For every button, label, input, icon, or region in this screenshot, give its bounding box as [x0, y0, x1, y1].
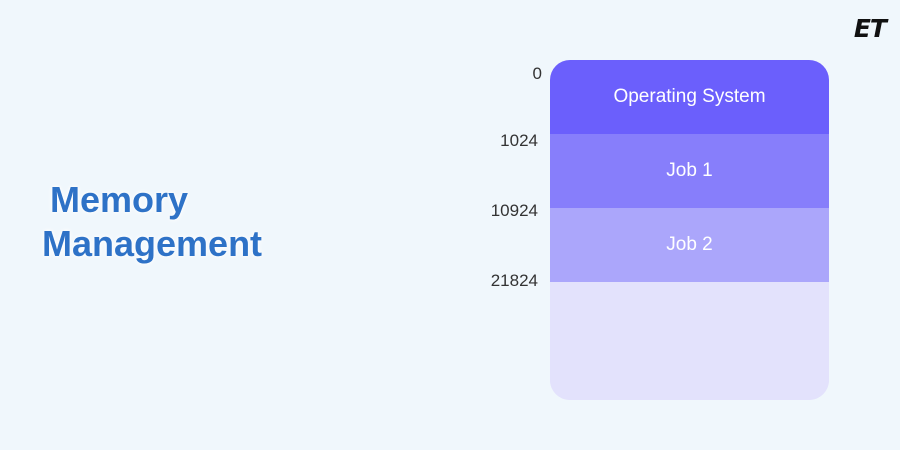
memory-block-job-2: Job 2	[550, 208, 829, 282]
block-label: Job 2	[666, 234, 713, 255]
address-label: 1024	[500, 131, 538, 150]
diagram-title: Memory Management	[42, 178, 262, 266]
memory-block-operating-system: Operating System	[550, 60, 829, 134]
address-label: 10924	[490, 201, 538, 220]
address-label: 0	[532, 64, 542, 83]
et-logo: ET	[853, 14, 887, 43]
title-line-1: Memory	[50, 179, 189, 220]
address-label: 21824	[490, 271, 538, 290]
memory-stack: Operating System Job 1 Job 2	[550, 60, 829, 400]
block-label: Job 1	[666, 160, 713, 181]
memory-block-free	[550, 282, 829, 400]
block-label: Operating System	[613, 86, 766, 107]
title-line-2: Management	[42, 223, 263, 264]
memory-block-job-1: Job 1	[550, 134, 829, 208]
